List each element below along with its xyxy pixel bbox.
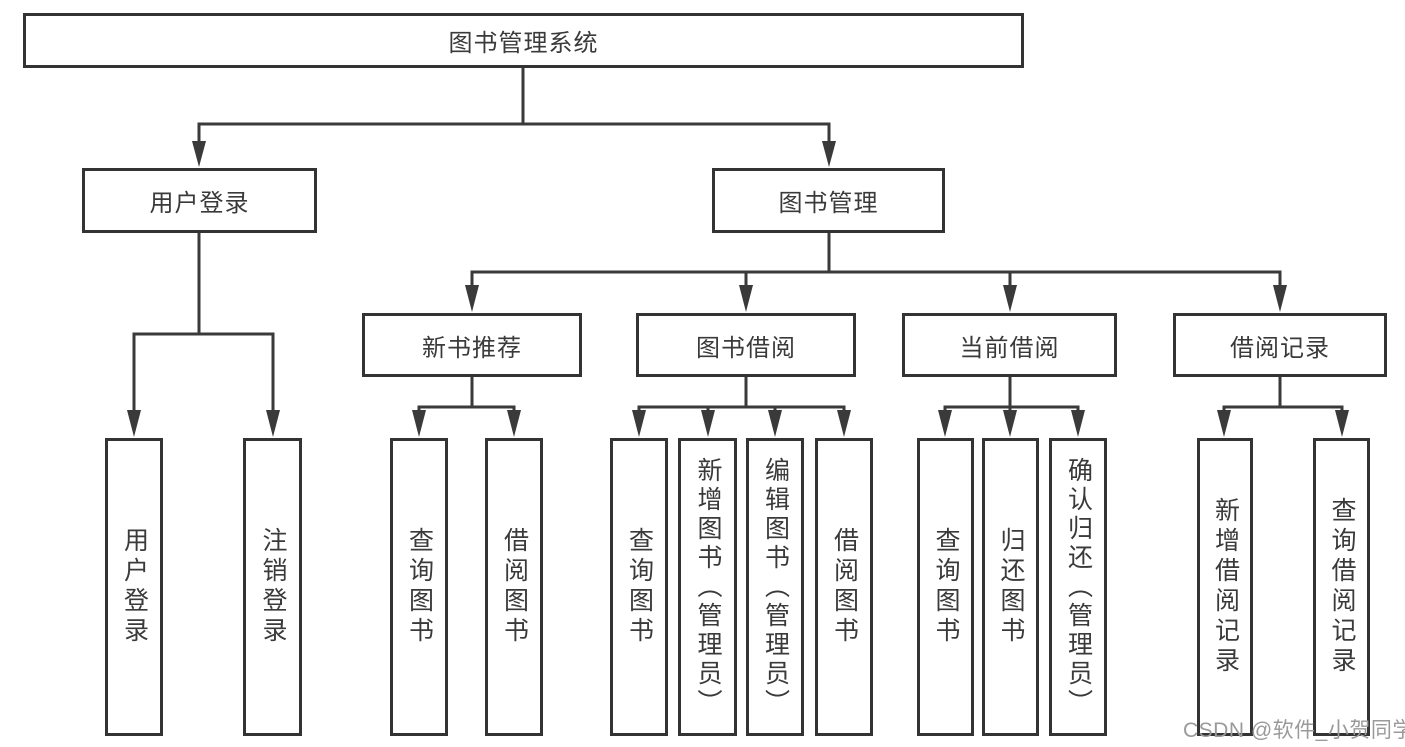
leaf-user-login: 用户登录 <box>105 438 163 736</box>
leaf-borrow-books: 借阅图书 <box>815 438 873 736</box>
node-user-login: 用户登录 <box>82 168 317 233</box>
leaf-add-borrow-record: 新增借阅记录 <box>1197 438 1253 736</box>
node-borrow-records: 借阅记录 <box>1173 313 1387 377</box>
leaf-query-books-recommend: 查询图书 <box>390 438 448 736</box>
node-book-borrow: 图书借阅 <box>636 313 856 377</box>
leaf-edit-books-admin: 编辑图书（管理员） <box>746 438 804 736</box>
node-current-borrow: 当前借阅 <box>902 313 1117 377</box>
leaf-confirm-return-admin: 确认归还（管理员） <box>1049 438 1107 736</box>
node-book-management: 图书管理 <box>712 168 945 233</box>
leaf-logout: 注销登录 <box>243 438 302 736</box>
leaf-borrow-books-recommend: 借阅图书 <box>485 438 543 736</box>
node-root: 图书管理系统 <box>23 13 1024 68</box>
leaf-query-books-current: 查询图书 <box>917 438 974 736</box>
leaf-add-books-admin: 新增图书（管理员） <box>678 438 737 736</box>
csdn-watermark: CSDN @软件_小贺同学 <box>1183 719 1405 742</box>
leaf-query-books-borrow: 查询图书 <box>610 438 668 736</box>
leaf-return-books: 归还图书 <box>982 438 1039 736</box>
leaf-query-borrow-record: 查询借阅记录 <box>1313 438 1370 736</box>
node-new-book-recommend: 新书推荐 <box>362 313 582 377</box>
